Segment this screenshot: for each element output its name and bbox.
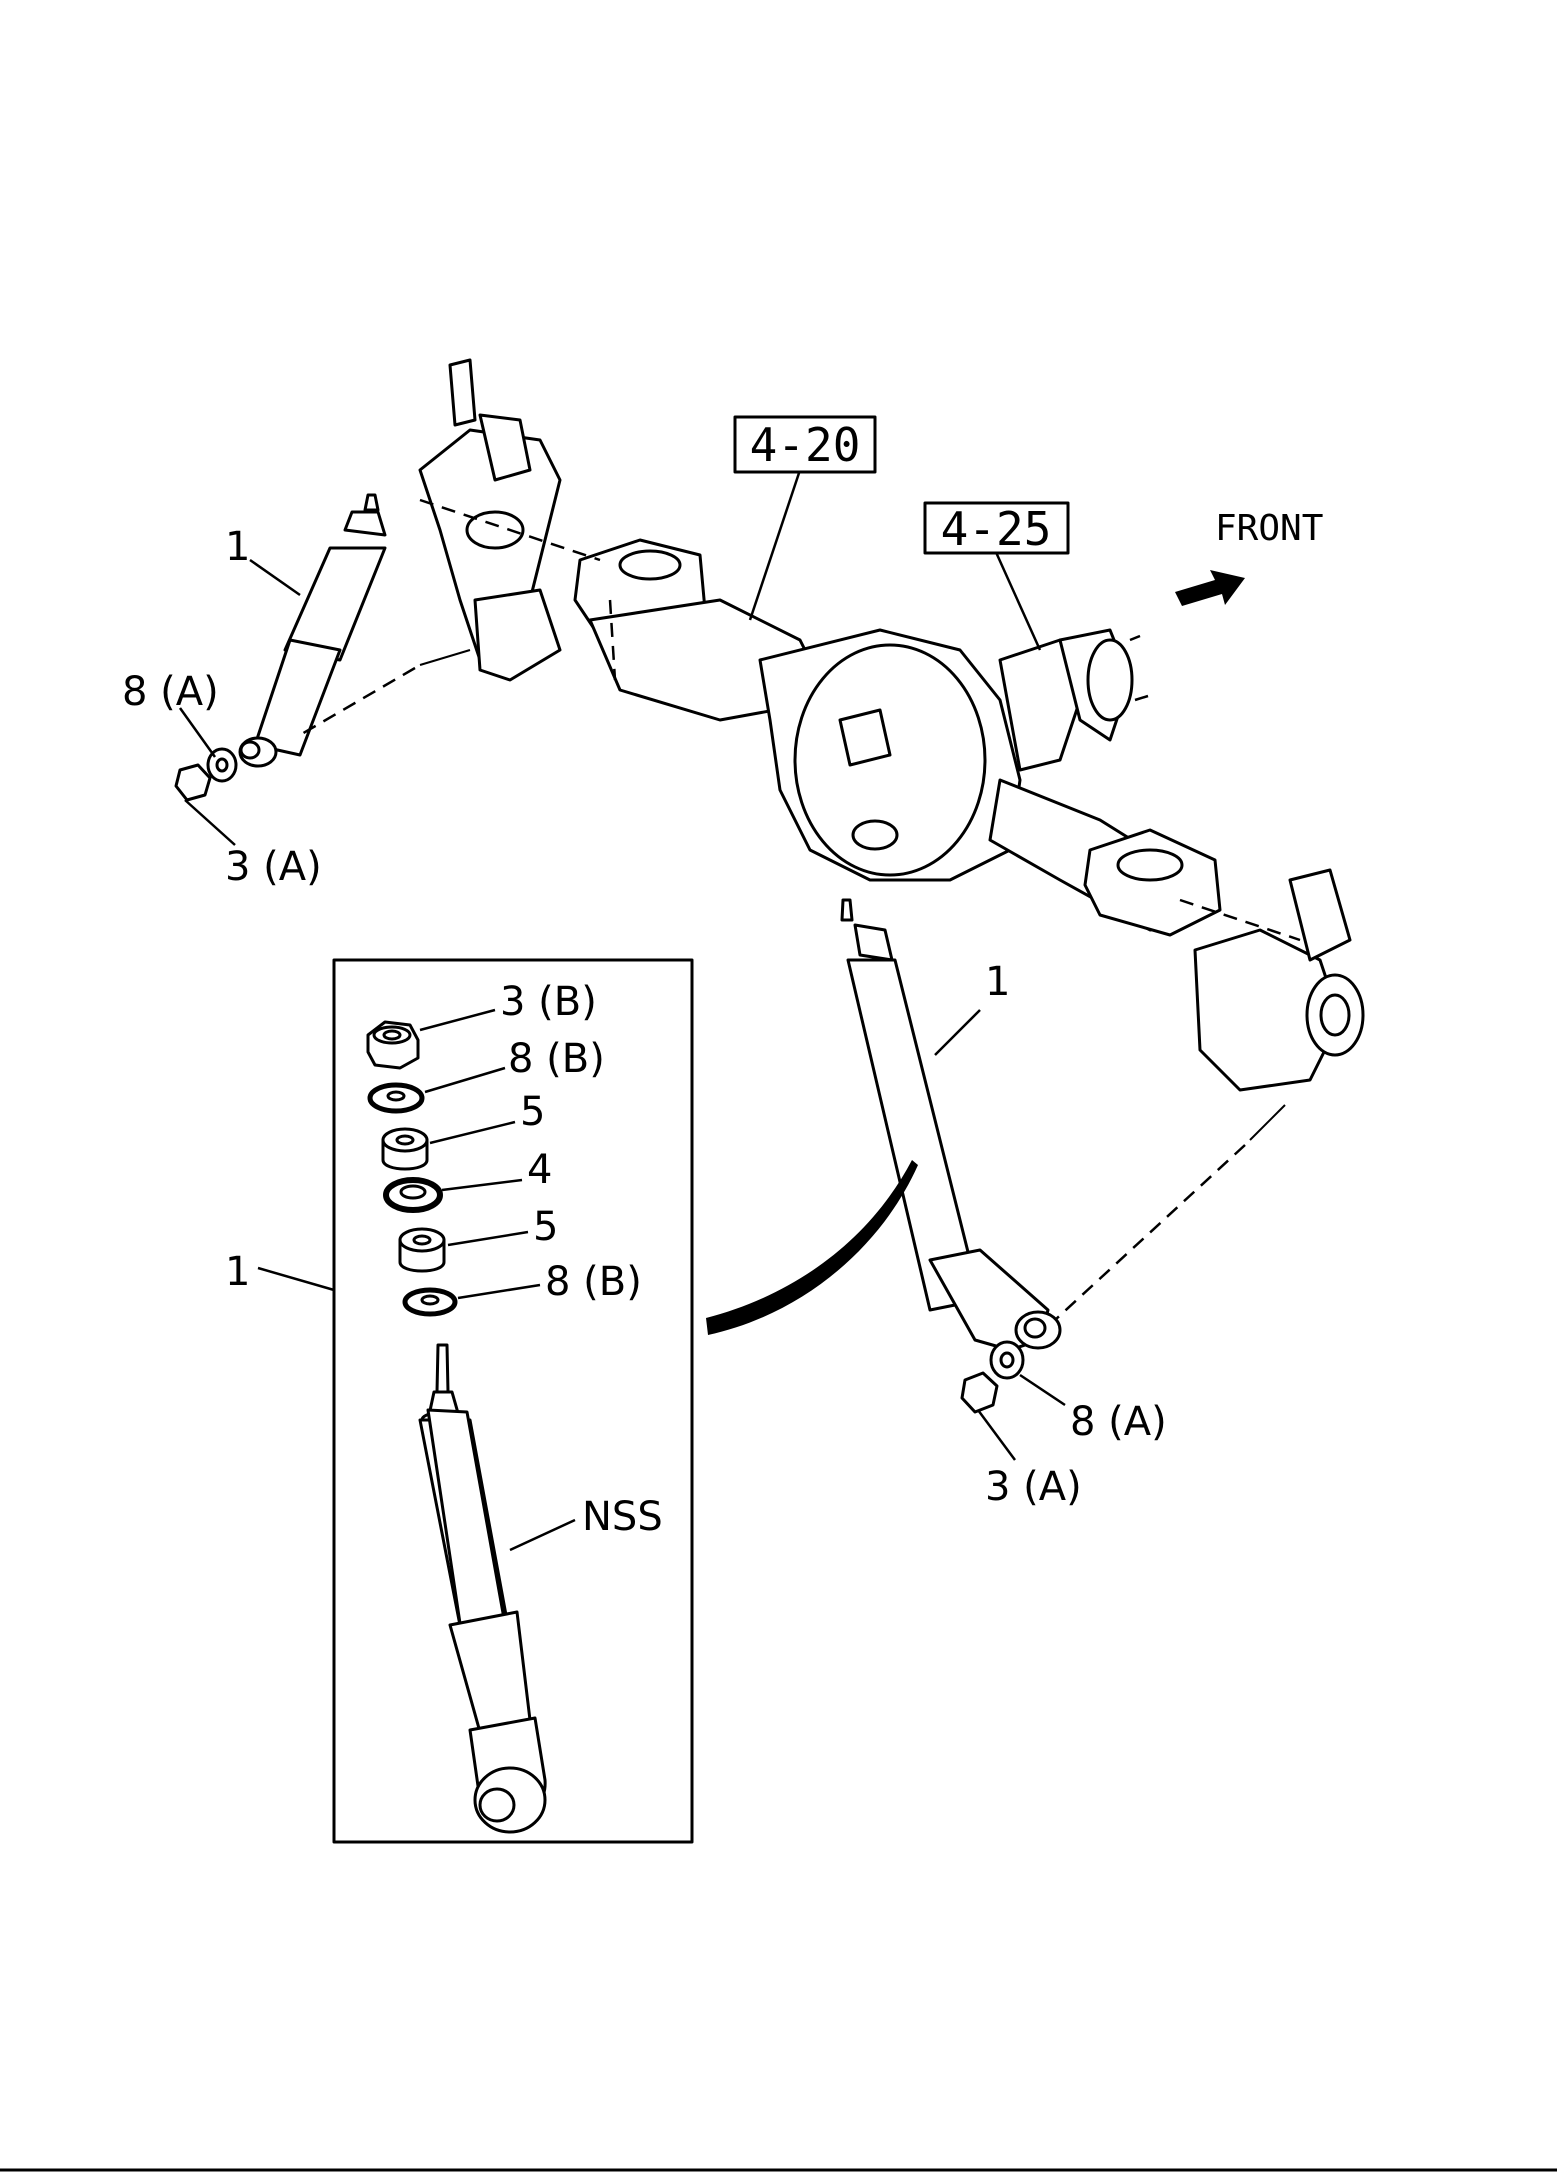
label-inset-washer-bottom: 8 (B) — [545, 1259, 642, 1305]
inset-nut-3b — [366, 1020, 420, 1070]
label-left-nut: 3 (A) — [225, 844, 322, 890]
leader-left-absorber — [249, 558, 301, 597]
inset-shock-absorber — [418, 1343, 547, 1834]
left-shock-absorber — [238, 493, 387, 768]
inset-washer-bottom-8b — [402, 1287, 458, 1317]
leader-4-25 — [993, 549, 1042, 651]
inset-bushing-top — [381, 1127, 429, 1171]
label-left-washer: 8 (A) — [122, 669, 219, 715]
leader-right-absorber — [934, 1009, 981, 1056]
label-right-nut: 3 (A) — [985, 1464, 1082, 1510]
label-inset-retainer: 4 — [527, 1147, 552, 1193]
front-arrow-icon — [1175, 570, 1245, 606]
ref-box-4-25 — [923, 501, 1070, 555]
inset-bushing-bottom — [398, 1227, 446, 1273]
label-right-washer: 8 (A) — [1070, 1399, 1167, 1445]
label-inset-washer-top: 8 (B) — [508, 1036, 605, 1082]
label-inset-bushing-bottom: 5 — [533, 1204, 558, 1250]
ref-box-4-20 — [733, 415, 877, 474]
label-inset-nut: 3 (B) — [500, 979, 597, 1025]
front-label: FRONT — [1215, 508, 1323, 549]
label-left-absorber: 1 — [225, 524, 250, 570]
label-inset-absorber: 1 — [225, 1249, 250, 1295]
right-nut-3a — [960, 1371, 999, 1414]
inset-retainer — [383, 1177, 443, 1213]
label-right-absorber: 1 — [985, 959, 1010, 1005]
label-inset-nss: NSS — [582, 1494, 663, 1540]
right-shock-absorber — [840, 898, 1062, 1352]
ref-label-4-25: 4-25 — [941, 502, 1052, 556]
label-inset-bushing-top: 5 — [520, 1089, 545, 1135]
left-mount-pin — [419, 649, 471, 666]
callout-sweep — [706, 1160, 918, 1335]
rear-axle-housing — [418, 358, 1365, 1092]
ref-label-4-20: 4-20 — [750, 418, 861, 472]
left-nut-3a — [174, 763, 212, 802]
inset-washer-top-8b — [367, 1082, 425, 1114]
leader-4-20 — [748, 469, 802, 621]
right-mount-pin — [1249, 1104, 1286, 1141]
